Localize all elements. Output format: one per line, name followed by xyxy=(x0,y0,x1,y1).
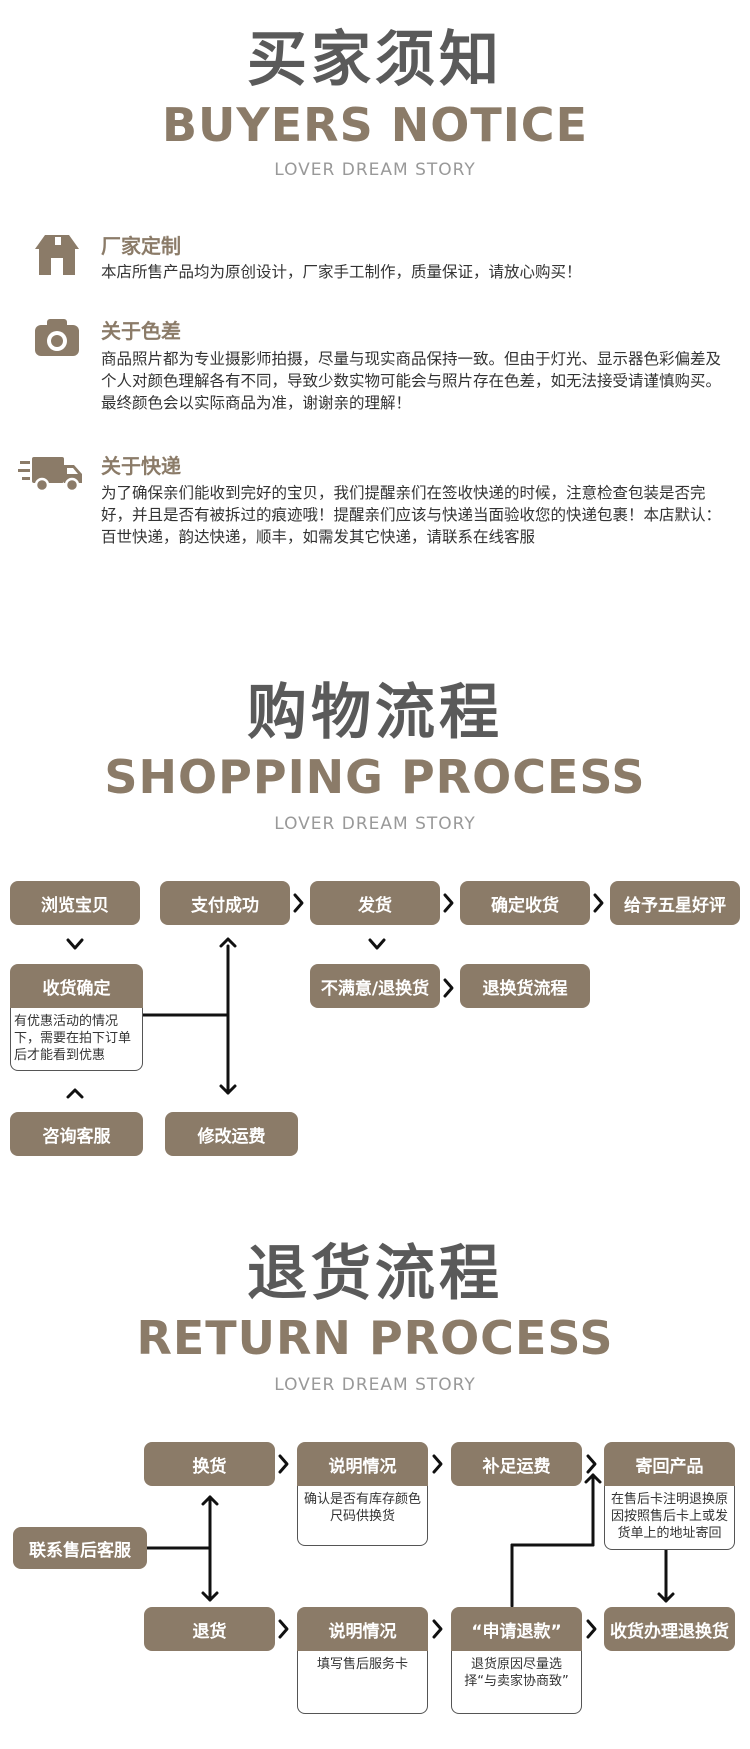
explain-exchange-box: 说明情况 xyxy=(297,1442,428,1486)
camera-icon xyxy=(33,316,81,358)
shopping-title-cn: 购物流程 xyxy=(247,678,503,748)
step-browse: 浏览宝贝 xyxy=(10,881,140,925)
explain-return-box: 说明情况 xyxy=(297,1607,428,1651)
modify-shipping-box: 修改运费 xyxy=(165,1112,298,1156)
receive-refund-box: 收货办理退换货 xyxy=(604,1607,735,1651)
send-back-box: 寄回产品 xyxy=(604,1442,735,1486)
notice-subtitle: LOVER DREAM STORY xyxy=(274,160,476,180)
return-subtitle: LOVER DREAM STORY xyxy=(274,1375,476,1395)
step-pay: 支付成功 xyxy=(160,881,290,925)
return-title-en: RETURN PROCESS xyxy=(136,1311,614,1365)
return-goods-box: 退货 xyxy=(144,1607,275,1651)
notice-heading-factory: 厂家定制 xyxy=(101,234,181,258)
unsatisfied-box: 不满意/退换货 xyxy=(310,964,440,1008)
consult-service-box: 咨询客服 xyxy=(10,1112,143,1156)
notice-heading-delivery: 关于快递 xyxy=(101,454,181,478)
notice-text-delivery: 为了确保亲们能收到完好的宝贝，我们提醒亲们在签收快递的时候，注意检查包装是否完好… xyxy=(101,484,722,546)
notice-heading-color: 关于色差 xyxy=(101,319,181,343)
step-confirm-receipt: 确定收货 xyxy=(460,881,590,925)
return-title-cn: 退货流程 xyxy=(247,1239,503,1309)
exchange-box: 换货 xyxy=(144,1442,275,1486)
shopping-subtitle: LOVER DREAM STORY xyxy=(274,814,476,834)
explain-exchange-note: 确认是否有库存颜色尺码供换货 xyxy=(297,1486,428,1546)
factory-icon xyxy=(33,231,81,277)
shopping-title-en: SHOPPING PROCESS xyxy=(104,750,646,804)
notice-title-en: BUYERS NOTICE xyxy=(162,98,588,152)
step-five-star: 给予五星好评 xyxy=(610,881,740,925)
confirm-box: 收货确定 xyxy=(10,964,143,1008)
contact-aftersale-box: 联系售后客服 xyxy=(13,1527,147,1569)
apply-refund-box: “申请退款” xyxy=(451,1607,582,1651)
apply-refund-note: 退货原因尽量选择“与卖家协商致” xyxy=(451,1651,582,1714)
exchange-flow-box: 退换货流程 xyxy=(460,964,590,1008)
send-back-note: 在售后卡注明退换原因按照售后卡上或发货单上的地址寄回 xyxy=(604,1486,735,1550)
delivery-truck-icon xyxy=(18,455,84,493)
confirm-note: 有优惠活动的情况下，需要在拍下订单后才能看到优惠 xyxy=(10,1008,143,1071)
notice-title-cn: 买家须知 xyxy=(247,25,503,95)
step-ship: 发货 xyxy=(310,881,440,925)
notice-text-color: 商品照片都为专业摄影师拍摄，尽量与现实商品保持一致。但由于灯光、显示器色彩偏差及… xyxy=(101,350,722,412)
add-shipping-box: 补足运费 xyxy=(451,1442,582,1486)
notice-text-factory: 本店所售产品均为原创设计，厂家手工制作，质量保证，请放心购买！ xyxy=(101,263,582,281)
explain-return-note: 填写售后服务卡 xyxy=(297,1651,428,1714)
